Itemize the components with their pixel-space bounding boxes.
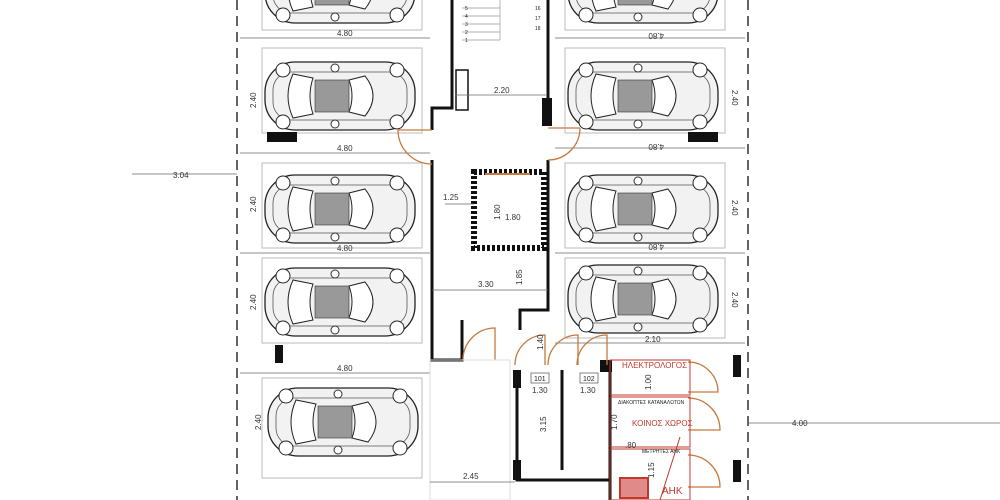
stair-number: 3 [465,22,468,28]
stair-number: 16 [535,6,541,12]
dim-label: 4.80 [337,364,353,373]
dim-label: 1.00 [644,374,653,390]
dim-label: 2.40 [730,90,739,106]
parking-bays-right [555,0,745,344]
staircase [462,0,501,41]
stair-number: 1 [465,38,468,44]
car-left-4 [264,267,416,337]
dim-label: 1.40 [536,334,545,350]
dim-label: 4.80 [648,142,664,151]
dim-label: 2.40 [730,200,739,216]
ahk-meter-box [619,477,649,499]
dim-label: 3.15 [539,416,548,432]
dim-label: 2.40 [249,196,258,212]
car-right-4 [567,264,719,334]
room-label-ahk: ΑΗΚ [662,486,683,497]
storage-rooms [429,359,691,500]
parking-bays-left [240,0,430,479]
room-number-102: 102 [583,376,595,383]
dim-label: 4.80 [337,29,353,38]
stair-number: 5 [465,6,468,12]
lift-shaft [471,169,547,251]
dim-label: 1.25 [443,193,459,202]
stair-number: 2 [465,30,468,36]
room-number-101: 101 [534,376,546,383]
dim-label: 2.40 [249,92,258,108]
car-right-3 [567,174,719,244]
car-left-5 [267,387,419,457]
car-right-2 [567,61,719,131]
car-left-2 [264,61,416,131]
dim-label: 3.04 [173,171,189,180]
dim-label: 1.30 [532,386,548,395]
dim-label: 4.80 [337,144,353,153]
room-label-meters: ΜΕΤΡΗΤΕΣ ΑΗΚ [642,449,681,455]
dim-label: 2.10 [645,335,661,344]
stair-number: 17 [535,16,541,22]
core-walls [430,0,552,362]
dim-label: 1.30 [580,386,596,395]
dim-label: 2.45 [463,472,479,481]
room-label-common-area: ΚΟΙΝΟΣ ΧΩΡΟΣ [632,419,693,428]
dim-label: .80 [625,441,637,450]
doors [397,127,721,488]
car-left-1 [264,0,416,24]
dim-label: 1.85 [515,269,524,285]
room-label-electrician: ΗΛΕΚΤΡΟΛΟΓΟΣ [622,361,687,370]
dim-label: 4.80 [337,244,353,253]
stair-number: 18 [535,26,541,32]
dim-label: 1.70 [610,414,619,430]
dim-label: 1.15 [647,462,656,478]
dim-label: 2.40 [254,414,263,430]
dim-label: 2.40 [249,294,258,310]
stair-number: 4 [465,14,468,20]
dim-label: 1.80 [493,204,502,220]
dim-label: 4.00 [792,419,808,428]
car-left-3 [264,174,416,244]
car-right-1 [567,0,719,24]
dim-label: 1.80 [505,213,521,222]
dim-label: 2.20 [494,86,510,95]
dim-label: 2.40 [730,292,739,308]
room-label-consumer-switches: ΔΙΑΚΟΠΤΕΣ ΚΑΤΑΝΑΛΩΤΩΝ [618,400,685,406]
dim-label: 4.80 [648,31,664,40]
dim-label: 4.80 [648,242,664,251]
dim-label: 3.30 [478,280,494,289]
